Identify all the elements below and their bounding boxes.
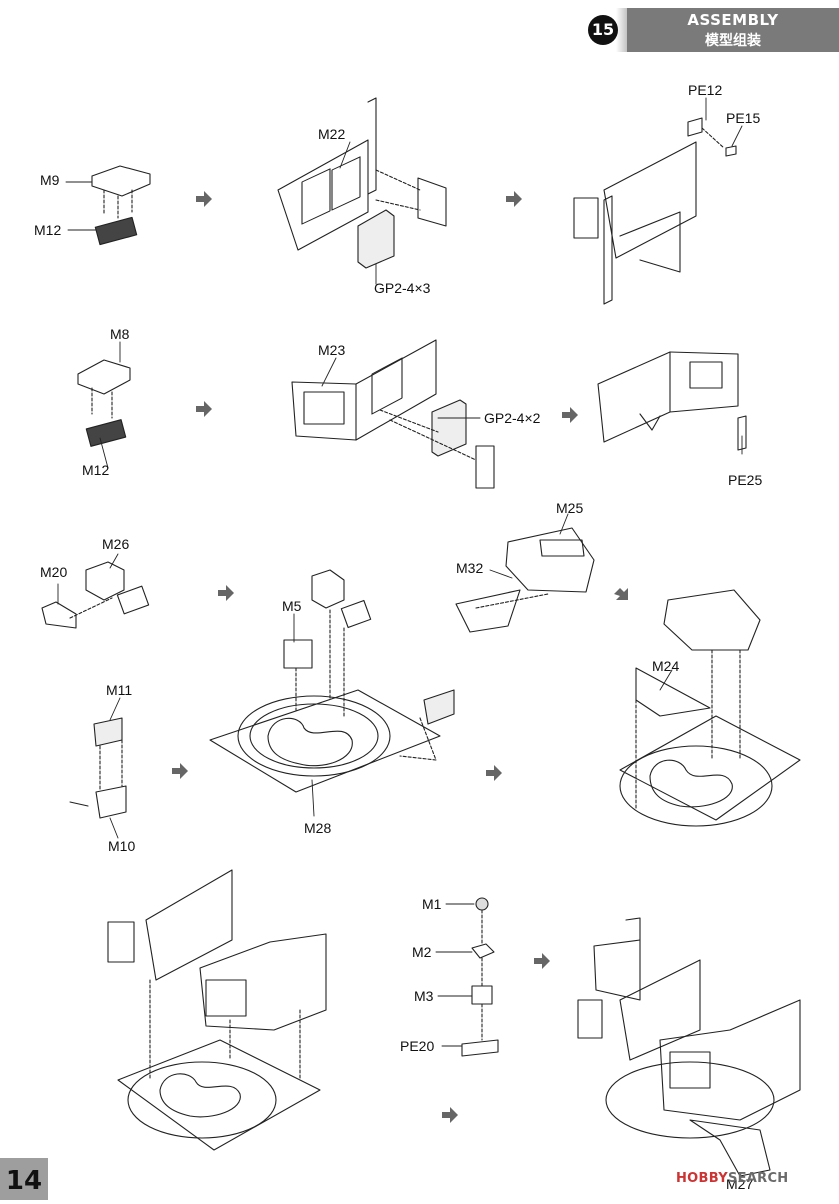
arrow-icon-1 [196, 191, 212, 207]
label-gp2-4x2: GP2-4×2 [484, 410, 541, 426]
arrow-icon-4 [562, 407, 578, 423]
label-m24: M24 [652, 658, 680, 674]
label-m32: M32 [456, 560, 484, 576]
label-m28: M28 [304, 820, 332, 836]
label-m23: M23 [318, 342, 346, 358]
panel-m23-assembled-drawing [597, 351, 747, 451]
leader-lines [57, 97, 743, 1047]
label-pe20: PE20 [400, 1038, 435, 1054]
header-subtitle: 模型组装 [705, 33, 761, 49]
arrow-icon-8 [486, 765, 502, 781]
periscope-m1-m3-pe20-drawing [461, 897, 499, 1057]
seat-back-m10-m11-drawing [69, 717, 127, 819]
panel-m22-drawing [277, 97, 447, 269]
arrow-icon-6 [614, 588, 628, 600]
arrow-icon-10 [442, 1107, 458, 1123]
step-number-badge: 15 [588, 15, 618, 45]
panel-assembled-drawing [573, 117, 737, 305]
label-m2: M2 [412, 944, 432, 960]
label-m3: M3 [414, 988, 434, 1004]
watermark-rest: SEARCH [727, 1171, 789, 1186]
label-pe15: PE15 [726, 110, 761, 126]
turret-floor-m24-drawing [619, 589, 801, 827]
header-title: ASSEMBLY [687, 11, 779, 29]
handle-m8-m12-drawing [77, 359, 131, 447]
label-m27: M27 [726, 1176, 754, 1192]
label-pe12: PE12 [688, 82, 723, 98]
label-m20: M20 [40, 564, 68, 580]
label-m12-b: M12 [82, 462, 110, 478]
header-shadow [616, 8, 628, 52]
label-m12-a: M12 [34, 222, 62, 238]
label-m1: M1 [422, 896, 442, 912]
hatch-m26-m20-drawing [41, 561, 150, 629]
label-m25: M25 [556, 500, 584, 516]
watermark-brand: HOBBY [676, 1171, 728, 1186]
seat-m25-m32-drawing [455, 527, 595, 633]
page-number: 14 [0, 1158, 48, 1200]
assembly-header: ASSEMBLY 模型组装 [627, 8, 839, 52]
label-m26: M26 [102, 536, 130, 552]
arrow-icon-7 [172, 763, 188, 779]
label-m5: M5 [282, 598, 302, 614]
label-m11: M11 [106, 682, 133, 698]
label-m10: M10 [108, 838, 136, 854]
label-m8: M8 [110, 326, 130, 342]
turret-final-drawing [577, 917, 801, 1177]
label-pe25: PE25 [728, 472, 763, 488]
arrow-icon-3 [196, 401, 212, 417]
arrow-icon-2 [506, 191, 522, 207]
turret-ring-m28-drawing [209, 569, 455, 793]
watermark: HOBBYSEARCH [676, 1171, 789, 1186]
arrow-icon-9 [534, 953, 550, 969]
panel-m23-drawing [291, 339, 495, 489]
label-m22: M22 [318, 126, 346, 142]
label-m9: M9 [40, 172, 60, 188]
turret-combined-left-drawing [107, 869, 327, 1151]
label-gp2-4x3: GP2-4×3 [374, 280, 431, 296]
handle-m9-m12-drawing [91, 165, 151, 246]
arrow-icon-5 [218, 585, 234, 601]
